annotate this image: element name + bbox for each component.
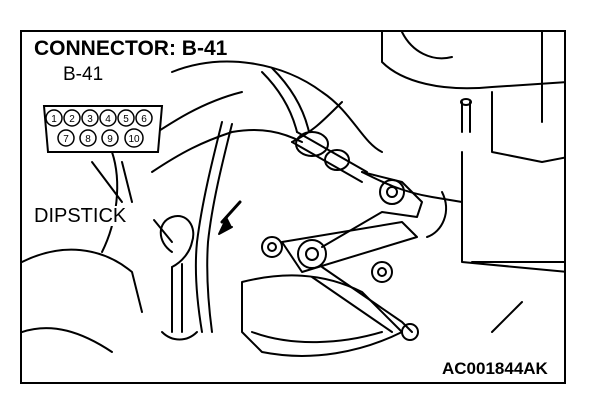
pin-2: 2 (69, 114, 75, 125)
connector-face: 1 2 3 4 5 6 7 8 9 10 (42, 105, 164, 153)
pin-1: 1 (51, 114, 57, 125)
pin-3: 3 (87, 114, 93, 125)
pin-7: 7 (63, 134, 69, 145)
pin-9: 9 (107, 134, 113, 145)
connector-label: B-41 (60, 65, 107, 84)
diagram-title: CONNECTOR: B-41 (32, 37, 230, 60)
engine-illustration (22, 32, 564, 357)
pin-8: 8 (85, 134, 91, 145)
pin-5: 5 (123, 114, 129, 125)
figure-code: AC001844AK (440, 359, 550, 378)
pin-6: 6 (141, 114, 147, 125)
pin-4: 4 (105, 114, 111, 125)
dipstick-callout: DIPSTICK (32, 205, 129, 227)
pin-10: 10 (128, 134, 140, 145)
diagram-frame: 1 2 3 4 5 6 7 8 9 10 CONNECTOR: B-41 B-4… (20, 30, 566, 384)
